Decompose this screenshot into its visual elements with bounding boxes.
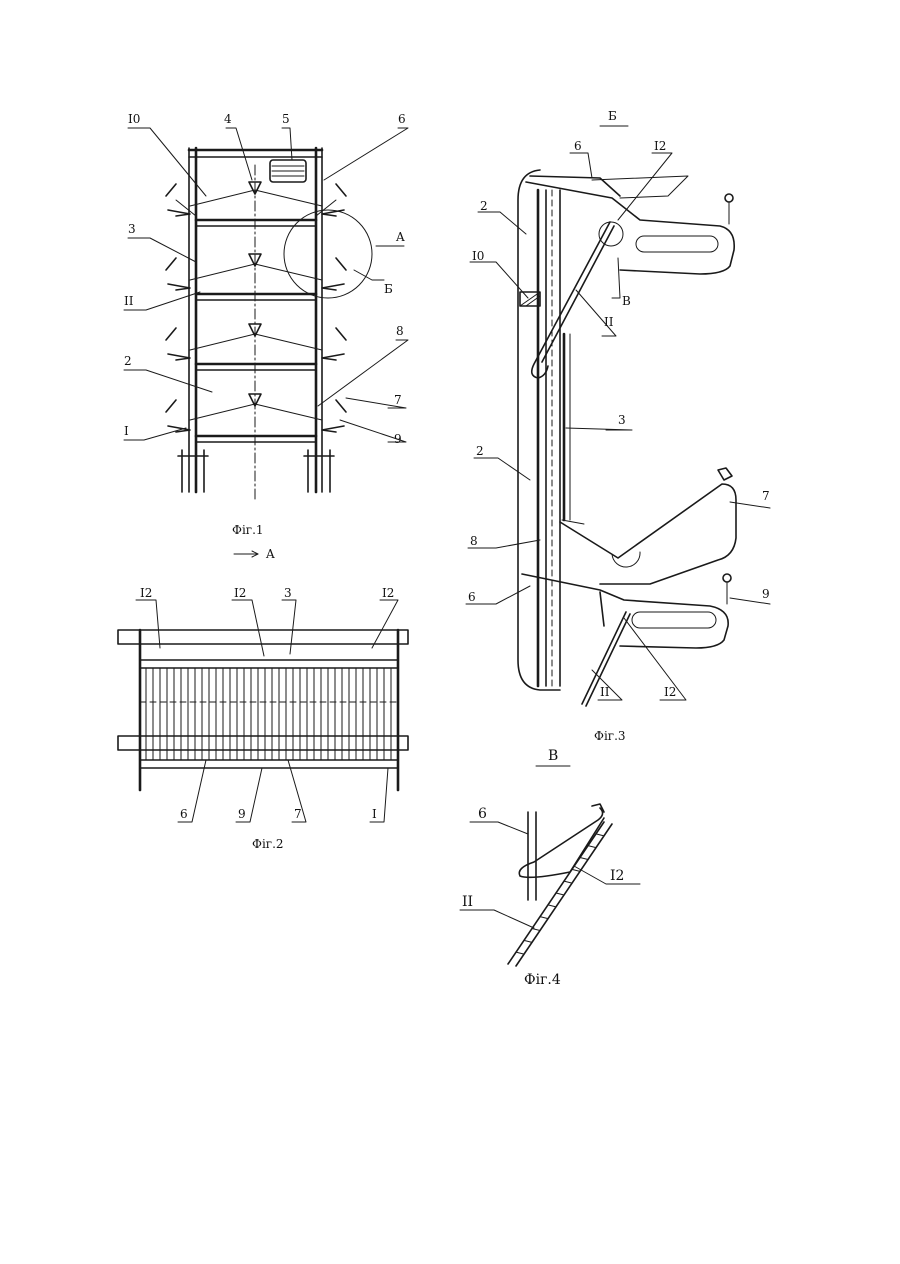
- fig1-label-detail-b: Б: [384, 282, 393, 296]
- figure-4-detail-v: В 6 I2 II Фіг.4: [460, 748, 640, 988]
- fig2-label-1: I: [372, 807, 377, 821]
- fig1-label-1: I: [124, 424, 129, 438]
- fig3-label-6b: 6: [468, 590, 476, 604]
- fig1-label-9: 9: [394, 432, 402, 446]
- fig3-label-2a: 2: [480, 199, 488, 213]
- tier-1: [166, 182, 346, 226]
- fig3-label-9: 9: [762, 587, 770, 601]
- rung: [548, 905, 556, 907]
- fig2-label-12a: I2: [140, 586, 152, 600]
- fig2-label-9: 9: [238, 807, 246, 821]
- fig3-caption: Фіг.3: [594, 729, 626, 743]
- fig3-label-7: 7: [762, 489, 770, 503]
- fig3-label-11b: II: [600, 685, 610, 699]
- fig3-label-12b: I2: [664, 685, 676, 699]
- rung: [572, 869, 580, 871]
- fig1-label-4: 4: [224, 112, 232, 126]
- rung: [516, 952, 524, 954]
- fig3-label-3: 3: [618, 413, 626, 427]
- rung: [540, 917, 548, 919]
- figure-1-cage-battery-front-view: I0 4 5 6 3 A II Б 8 2 7 I 9 Фіг.1 A: [124, 112, 408, 561]
- fig4-title: В: [548, 748, 558, 764]
- fig3-label-v: В: [622, 294, 631, 308]
- fig1-label-3: 3: [128, 222, 136, 236]
- tier-4: [166, 394, 346, 442]
- fig2-label-3: 3: [284, 586, 292, 600]
- rod-11-rungs: [516, 834, 604, 954]
- fig1-view-arrow-label: A: [265, 547, 275, 561]
- fig1-label-8: 8: [396, 324, 404, 338]
- fig3-label-11a: II: [604, 315, 614, 329]
- fig4-label-12: I2: [610, 868, 624, 884]
- fig3-label-12a: I2: [654, 139, 666, 153]
- fig2-label-12c: I2: [382, 586, 394, 600]
- fig4-label-11: II: [462, 894, 473, 910]
- fig1-label-10: I0: [128, 112, 140, 126]
- fig1-label-5: 5: [282, 112, 290, 126]
- figure-3-detail-b: Б 6 I2 2 I0 В II 3 2 7 8 6 9 II I2 Фіг.3: [466, 109, 770, 743]
- fig1-label-2: 2: [124, 354, 132, 368]
- fig2-label-6: 6: [180, 807, 188, 821]
- fig4-label-6: 6: [478, 806, 487, 822]
- rung: [532, 929, 540, 931]
- fig2-label-7: 7: [294, 807, 302, 821]
- fig1-label-11: II: [124, 294, 134, 308]
- fig4-caption: Фіг.4: [524, 972, 561, 988]
- fig3-title: Б: [608, 109, 617, 123]
- fig3-label-6a: 6: [574, 139, 582, 153]
- rung: [564, 881, 572, 883]
- fig2-caption: Фіг.2: [252, 837, 284, 851]
- fig1-caption: Фіг.1: [232, 523, 264, 537]
- wire-grid: [146, 668, 391, 760]
- fig3-label-8: 8: [470, 534, 478, 548]
- rung: [588, 846, 596, 848]
- fig1-label-6: 6: [398, 112, 406, 126]
- fig2-label-12b: I2: [234, 586, 246, 600]
- rung: [580, 858, 588, 860]
- fig3-label-10: I0: [472, 249, 484, 263]
- figure-2-view-a: I2 I2 3 I2 6 9 7 I Фіг.2: [118, 586, 408, 851]
- tier-3: [166, 324, 346, 370]
- rung: [596, 834, 604, 836]
- fig1-label-7: 7: [394, 393, 402, 407]
- fig1-label-a: A: [395, 230, 405, 244]
- rung: [556, 893, 564, 895]
- fig3-label-2b: 2: [476, 444, 484, 458]
- rung: [524, 940, 532, 942]
